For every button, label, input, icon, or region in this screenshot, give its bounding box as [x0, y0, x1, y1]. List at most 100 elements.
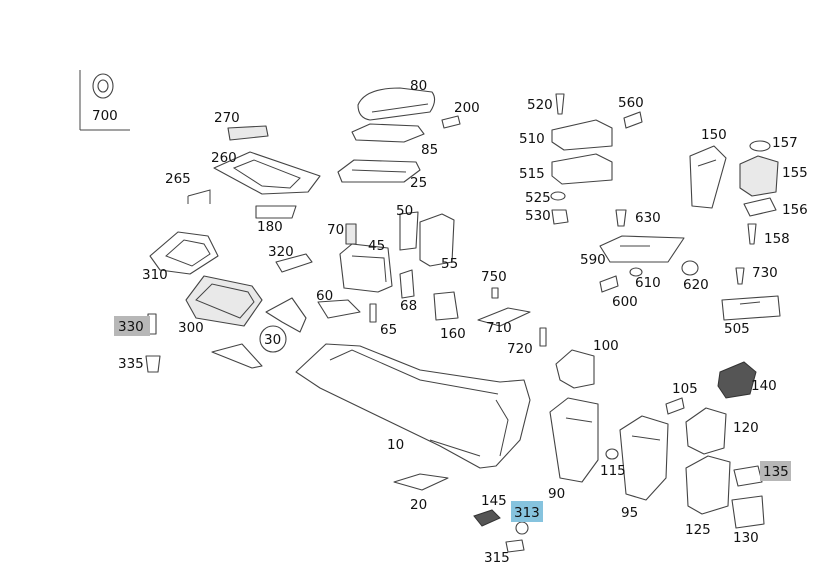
part-700-inset	[79, 70, 130, 131]
label-105: 105	[672, 381, 698, 397]
label-180: 180	[257, 219, 283, 235]
part-65-screw	[369, 303, 377, 323]
label-590: 590	[580, 252, 606, 268]
part-630-screw	[615, 209, 627, 227]
label-65: 65	[380, 322, 397, 338]
label-25: 25	[410, 175, 427, 191]
label-120: 120	[733, 420, 759, 436]
part-300-unit	[185, 275, 263, 327]
part-135-pad	[733, 465, 763, 487]
part-315-lamp	[505, 539, 525, 553]
part-600-screw	[599, 275, 619, 293]
part-60-pad	[317, 299, 361, 319]
label-330: 330	[118, 319, 144, 335]
part-157-ring	[749, 140, 771, 152]
label-200: 200	[454, 100, 480, 116]
label-60: 60	[316, 288, 333, 304]
label-710: 710	[486, 320, 512, 336]
part-20-tray	[393, 473, 449, 491]
part-55-holder	[419, 213, 455, 267]
label-300: 300	[178, 320, 204, 336]
label-30: 30	[264, 332, 281, 348]
part-720-screw	[539, 327, 547, 347]
part-560-screw	[623, 111, 643, 129]
label-750: 750	[481, 269, 507, 285]
part-515-panel	[551, 153, 613, 185]
part-260-frame	[213, 151, 321, 195]
part-510-panel	[551, 119, 613, 151]
part-115-nut	[605, 448, 619, 460]
label-270: 270	[214, 110, 240, 126]
part-95-holder	[619, 415, 669, 501]
part-750-screw	[491, 287, 499, 299]
label-100: 100	[593, 338, 619, 354]
part-610-washer	[629, 267, 643, 277]
label-530: 530	[525, 208, 551, 224]
label-140: 140	[751, 378, 777, 394]
label-45: 45	[368, 238, 385, 254]
part-730-screw	[735, 267, 745, 285]
part-265-bracket	[187, 189, 211, 204]
part-30-bracket	[265, 297, 307, 333]
label-10: 10	[387, 437, 404, 453]
label-156: 156	[782, 202, 808, 218]
part-120-cup	[685, 407, 727, 455]
part-200-screw	[441, 115, 461, 129]
label-560: 560	[618, 95, 644, 111]
label-730: 730	[752, 265, 778, 281]
label-95: 95	[621, 505, 638, 521]
label-265: 265	[165, 171, 191, 187]
label-158: 158	[764, 231, 790, 247]
part-158-screw	[747, 223, 757, 245]
label-720: 720	[507, 341, 533, 357]
part-155-socket	[739, 155, 779, 197]
part-25-trim	[337, 159, 421, 183]
part-590-bracket	[599, 235, 685, 263]
part-160-plate	[433, 291, 459, 321]
part-150-lighter	[689, 145, 727, 209]
part-320-pad	[275, 253, 313, 273]
part-310-bin	[149, 231, 219, 275]
label-20: 20	[410, 497, 427, 513]
part-125-holder	[685, 455, 731, 515]
label-130: 130	[733, 530, 759, 546]
part-105-screw	[665, 397, 685, 415]
highlight-313	[511, 501, 543, 522]
part-270-switch	[227, 125, 269, 141]
label-125: 125	[685, 522, 711, 538]
highlight-135	[760, 461, 791, 481]
label-315: 315	[484, 550, 510, 566]
label-157: 157	[772, 135, 798, 151]
part-505-holder	[721, 295, 781, 321]
part-145-socket	[473, 509, 501, 527]
label-260: 260	[211, 150, 237, 166]
label-515: 515	[519, 166, 545, 182]
label-520: 520	[527, 97, 553, 113]
part-30-rail	[211, 343, 263, 369]
label-70: 70	[327, 222, 344, 238]
label-310: 310	[142, 267, 168, 283]
part-520-screw	[555, 93, 565, 115]
label-313: 313	[514, 505, 540, 521]
label-145: 145	[481, 493, 507, 509]
label-85: 85	[421, 142, 438, 158]
part-710-rail	[477, 307, 531, 327]
part-180-mat	[255, 205, 297, 219]
label-700: 700	[92, 108, 118, 124]
label-68: 68	[400, 298, 417, 314]
part-130-tray	[731, 495, 765, 529]
part-525-washer	[550, 191, 566, 201]
part-30-callout-circle	[259, 325, 287, 353]
label-160: 160	[440, 326, 466, 342]
part-68-clip	[399, 269, 415, 299]
part-530-nut	[551, 209, 569, 225]
label-80: 80	[410, 78, 427, 94]
label-155: 155	[782, 165, 808, 181]
label-50: 50	[396, 203, 413, 219]
label-610: 610	[635, 275, 661, 291]
label-335: 335	[118, 356, 144, 372]
part-80-armrest-lid	[357, 87, 436, 121]
part-313-socket	[515, 521, 529, 535]
